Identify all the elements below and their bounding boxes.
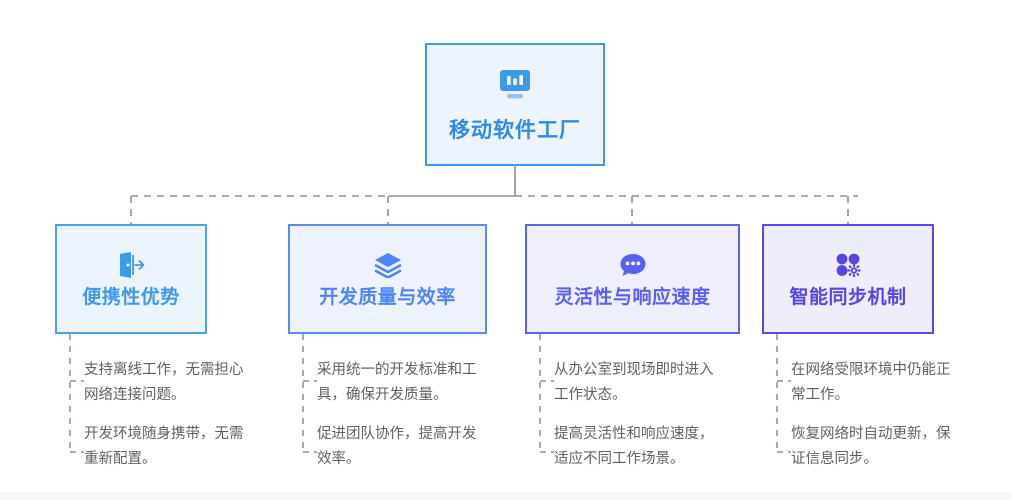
branch-3-bullets: 在网络受限环境中仍能正 常工作。 恢复网络时自动更新，保 证信息同步。 xyxy=(791,358,1006,472)
bullet-line: 支持离线工作，无需担心 xyxy=(84,362,244,378)
bullet-line: 开发环境随身携带，无需 xyxy=(84,426,244,442)
bullet-line: 网络连接问题。 xyxy=(84,387,186,403)
root-title: 移动软件工厂 xyxy=(449,118,581,142)
bullet-line: 重新配置。 xyxy=(84,451,157,467)
branch-card-2-title: 灵活性与响应速度 xyxy=(554,286,711,308)
monitor-chart-icon xyxy=(498,69,532,106)
branch-card-2[interactable]: 灵活性与响应速度 xyxy=(525,224,740,334)
bullet-item: 从办公室到现场即时进入 工作状态。 xyxy=(554,358,769,408)
layers-stack-icon xyxy=(373,252,402,279)
branch-2-bullets: 从办公室到现场即时进入 工作状态。 提高灵活性和响应速度， 适应不同工作场景。 xyxy=(554,358,769,472)
door-exit-icon xyxy=(117,251,145,278)
bullet-line: 具，确保开发质量。 xyxy=(317,387,448,403)
bullet-line: 采用统一的开发标准和工 xyxy=(317,362,477,378)
bullet-line: 促进团队协作，提高开发 xyxy=(317,426,477,442)
bullet-line: 适应不同工作场景。 xyxy=(554,451,685,467)
branch-card-1-title: 开发质量与效率 xyxy=(319,286,456,308)
branch-card-0[interactable]: 便携性优势 xyxy=(55,224,207,334)
branch-card-0-title: 便携性优势 xyxy=(82,286,180,308)
branch-card-3[interactable]: 智能同步机制 xyxy=(762,224,934,334)
bullet-item: 支持离线工作，无需担心 网络连接问题。 xyxy=(84,358,299,408)
branch-1-bullets: 采用统一的开发标准和工 具，确保开发质量。 促进团队协作，提高开发 效率。 xyxy=(317,358,532,472)
chat-bubble-dots-icon xyxy=(619,252,647,278)
bullet-line: 证信息同步。 xyxy=(791,451,878,467)
bullet-line: 从办公室到现场即时进入 xyxy=(554,362,714,378)
bullet-item: 恢复网络时自动更新，保 证信息同步。 xyxy=(791,422,1006,472)
bullet-item: 开发环境随身携带，无需 重新配置。 xyxy=(84,422,299,472)
branch-card-3-title: 智能同步机制 xyxy=(789,286,907,308)
branch-card-1[interactable]: 开发质量与效率 xyxy=(288,224,487,334)
bullet-line: 效率。 xyxy=(317,451,361,467)
footer-band xyxy=(0,492,1011,500)
bullet-item: 促进团队协作，提高开发 效率。 xyxy=(317,422,532,472)
bullet-line: 恢复网络时自动更新，保 xyxy=(791,426,951,442)
branch-0-bullets: 支持离线工作，无需担心 网络连接问题。 开发环境随身携带，无需 重新配置。 xyxy=(84,358,299,472)
bullet-line: 提高灵活性和响应速度， xyxy=(554,426,714,442)
bullet-line: 在网络受限环境中仍能正 xyxy=(791,362,951,378)
dots-gear-icon xyxy=(834,252,862,278)
bullet-item: 采用统一的开发标准和工 具，确保开发质量。 xyxy=(317,358,532,408)
root-node[interactable]: 移动软件工厂 xyxy=(425,43,605,166)
bullet-line: 常工作。 xyxy=(791,387,849,403)
bullet-line: 工作状态。 xyxy=(554,387,627,403)
bullet-item: 提高灵活性和响应速度， 适应不同工作场景。 xyxy=(554,422,769,472)
bullet-item: 在网络受限环境中仍能正 常工作。 xyxy=(791,358,1006,408)
